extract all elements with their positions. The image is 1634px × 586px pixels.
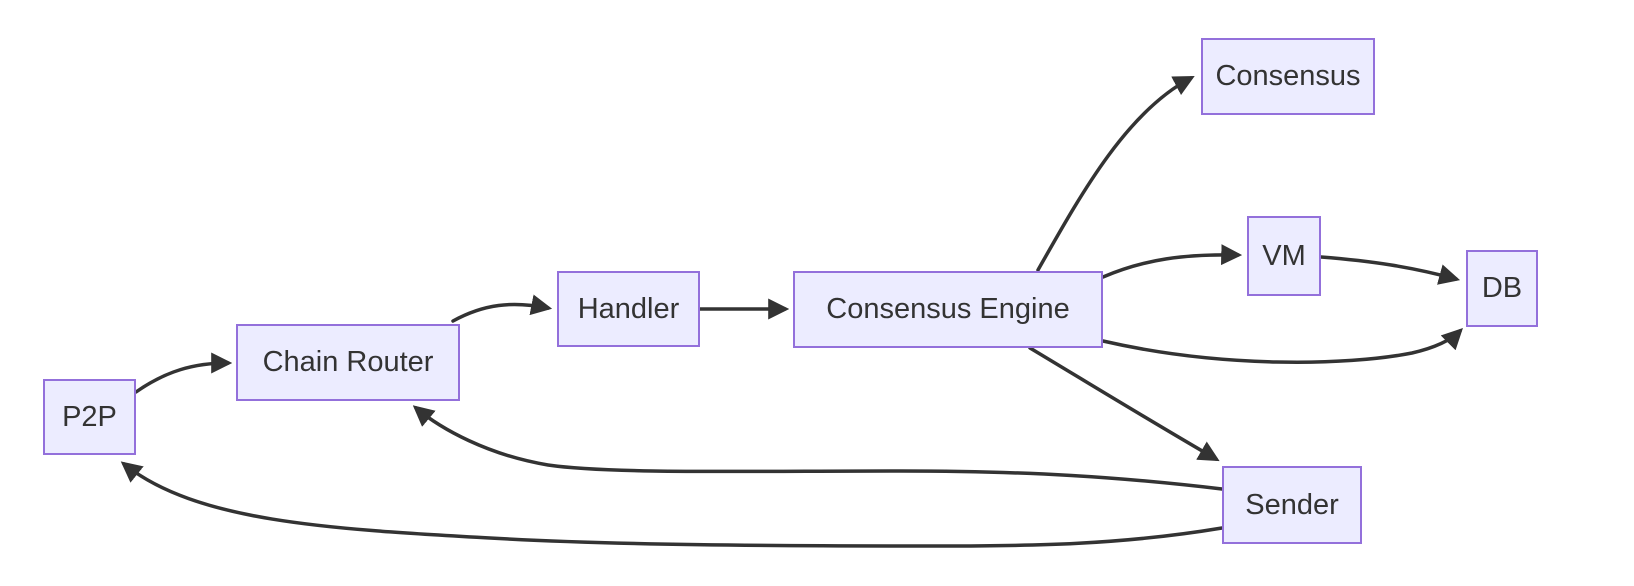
edge-sender-to-chain-router — [412, 405, 1224, 491]
node-chain-router: Chain Router — [236, 324, 460, 401]
node-consensus-engine-label: Consensus Engine — [826, 293, 1070, 325]
edge-p2p-to-chain-router — [134, 352, 233, 394]
edge-vm-to-db — [1319, 255, 1461, 285]
node-vm: VM — [1247, 216, 1321, 296]
edge-chain-router-to-handler — [451, 294, 553, 323]
node-db-label: DB — [1481, 272, 1523, 304]
node-consensus-engine: Consensus Engine — [793, 271, 1103, 348]
edge-consensus-engine-to-db — [1101, 328, 1463, 364]
node-handler: Handler — [557, 271, 700, 347]
node-p2p: P2P — [43, 379, 136, 455]
node-db: DB — [1466, 250, 1538, 327]
node-sender: Sender — [1222, 466, 1362, 544]
edge-sender-to-p2p — [120, 461, 1224, 548]
node-consensus: Consensus — [1201, 38, 1375, 115]
node-handler-label: Handler — [577, 292, 680, 325]
node-chain-router-label: Chain Router — [262, 346, 434, 378]
node-p2p-label: P2P — [62, 400, 117, 433]
node-sender-label: Sender — [1245, 488, 1339, 521]
edge-consensus-engine-to-consensus — [1036, 76, 1195, 272]
node-vm-label: VM — [1262, 239, 1306, 272]
node-consensus-label: Consensus — [1215, 60, 1361, 92]
edge-consensus-engine-to-vm — [1101, 244, 1243, 279]
edge-consensus-engine-to-sender — [1028, 346, 1220, 462]
